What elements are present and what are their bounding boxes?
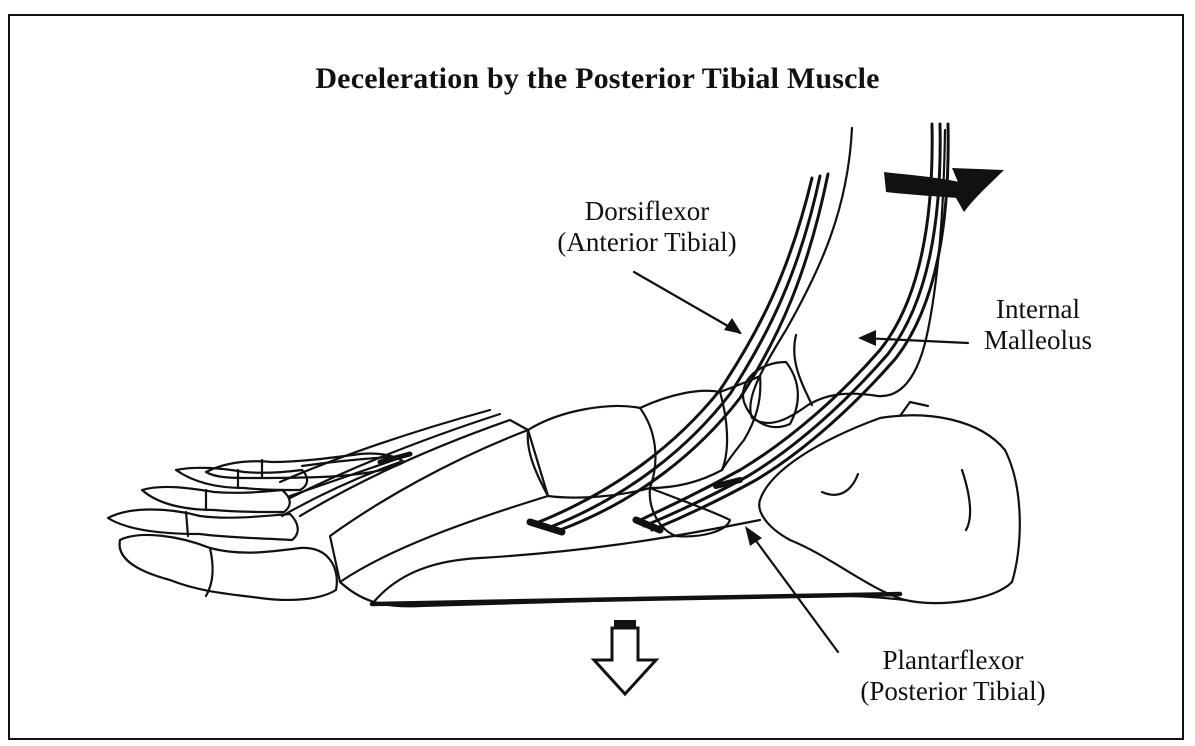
malleolus-pointer-line <box>862 338 968 343</box>
plantarflexor-pointer-line <box>748 530 838 652</box>
plantarflexor-label-line2: (Posterior Tibial) <box>818 676 1088 707</box>
dorsiflexor-pointer-arrowhead <box>724 318 742 334</box>
extensor-tendons <box>282 456 404 516</box>
calcaneus-detail <box>822 474 858 495</box>
plantar-fascia <box>372 594 900 604</box>
big-toe-joint <box>206 548 213 596</box>
toe-3 <box>142 487 290 512</box>
dorsiflexor-label: Dorsiflexor (Anterior Tibial) <box>522 196 772 258</box>
malleolus-label: Internal Malleolus <box>958 294 1118 356</box>
down-arrow-icon <box>594 620 656 694</box>
calcaneus-outline <box>759 415 1020 603</box>
plantarflexor-label-line1: Plantarflexor <box>818 645 1088 676</box>
cuneiform-1 <box>528 406 656 498</box>
plantarflexor-label: Plantarflexor (Posterior Tibial) <box>818 645 1088 707</box>
plantarflexor-pointer-arrowhead <box>745 526 762 546</box>
dorsiflexor-label-line1: Dorsiflexor <box>522 196 772 227</box>
dorsiflexor-pointer-line <box>634 272 740 333</box>
calcaneus-detail-3 <box>900 402 928 416</box>
arch-line <box>372 520 760 604</box>
metatarsal-2 <box>300 420 528 516</box>
malleolus-label-line1: Internal <box>958 294 1118 325</box>
calcaneus-detail-2 <box>962 470 970 530</box>
malleolus-pointer-arrowhead <box>858 330 876 346</box>
dorsiflexor-label-line2: (Anterior Tibial) <box>522 227 772 258</box>
malleolus-label-line2: Malleolus <box>958 325 1118 356</box>
big-toe <box>120 535 337 600</box>
toe-2-joint <box>186 512 188 536</box>
